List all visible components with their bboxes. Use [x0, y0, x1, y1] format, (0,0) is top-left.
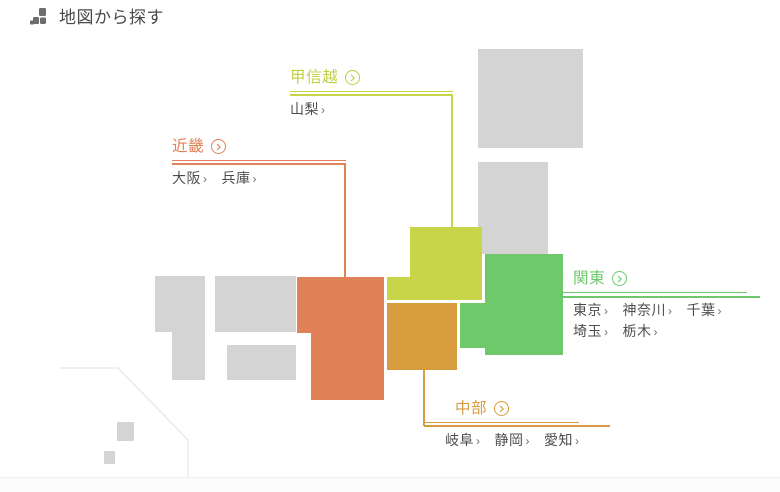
chevron-right-icon: ›: [653, 325, 658, 340]
map-block-inactive-kyushu-lower: [172, 332, 205, 380]
map-block-chubu[interactable]: [387, 303, 457, 370]
chevron-right-circle-icon[interactable]: [494, 401, 510, 417]
region-group-chubu: 中部 岐阜› 静岡› 愛知›: [424, 401, 655, 451]
region-name-chubu: 中部: [455, 400, 488, 417]
map-block-inactive-shikoku: [227, 345, 296, 380]
prefecture-label: 千葉: [686, 302, 716, 319]
map-block-koshinetsu-main[interactable]: [410, 227, 482, 300]
prefecture-label: 神奈川: [622, 302, 666, 319]
region-group-koshinetsu: 甲信越 山梨›: [290, 70, 456, 120]
map-block-koshinetsu-step[interactable]: [387, 277, 412, 300]
map-block-inactive-hokkaido: [478, 49, 583, 148]
prefecture-list-chubu: 岐阜› 静岡› 愛知›: [445, 430, 655, 451]
prefecture-label: 静岡: [494, 432, 524, 449]
map-block-inactive-kyushu-upper: [155, 276, 205, 332]
prefecture-link-yamanashi[interactable]: 山梨›: [290, 99, 326, 120]
map-block-kinki-upper[interactable]: [297, 277, 384, 333]
prefecture-list-kanto: 東京› 神奈川› 千葉› 埼玉› 栃木›: [573, 300, 753, 342]
chevron-right-icon: ›: [476, 434, 481, 449]
region-name-koshinetsu: 甲信越: [290, 69, 339, 86]
region-group-kinki: 近畿 大阪› 兵庫›: [172, 139, 352, 189]
chevron-right-icon: ›: [575, 434, 580, 449]
prefecture-link-chiba[interactable]: 千葉›: [687, 300, 723, 321]
region-name-kanto: 関東: [573, 270, 606, 287]
prefecture-label: 兵庫: [221, 170, 251, 187]
region-name-kinki: 近畿: [172, 138, 205, 155]
map-block-kinki-lower[interactable]: [311, 331, 384, 400]
region-label-chubu[interactable]: 中部: [455, 401, 655, 417]
prefecture-label: 愛知: [544, 432, 573, 449]
prefecture-link-saitama[interactable]: 埼玉›: [573, 321, 609, 342]
prefecture-link-shizuoka[interactable]: 静岡›: [495, 430, 531, 451]
map-block-inactive-okinawa-large: [117, 422, 134, 441]
prefecture-list-kinki: 大阪› 兵庫›: [172, 168, 352, 189]
chevron-right-circle-icon[interactable]: [345, 70, 361, 86]
prefecture-link-hyogo[interactable]: 兵庫›: [222, 168, 258, 189]
panel-header: 地図から探す: [30, 8, 164, 27]
map-block-inactive-tohoku: [478, 162, 548, 254]
chevron-right-icon: ›: [604, 325, 609, 340]
chevron-right-circle-icon[interactable]: [612, 271, 628, 287]
chevron-right-icon: ›: [604, 304, 609, 319]
prefecture-link-gifu[interactable]: 岐阜›: [445, 430, 481, 451]
prefecture-label: 東京: [573, 302, 602, 319]
region-label-kinki[interactable]: 近畿: [172, 139, 352, 155]
prefecture-link-aichi[interactable]: 愛知›: [544, 430, 580, 451]
prefecture-link-tochigi[interactable]: 栃木›: [623, 321, 659, 342]
map-block-kanto-step[interactable]: [460, 303, 487, 348]
region-rule-kanto: [560, 291, 747, 294]
region-group-kanto: 関東 東京› 神奈川› 千葉› 埼玉› 栃木›: [560, 271, 773, 342]
prefecture-link-kanagawa[interactable]: 神奈川›: [623, 300, 673, 321]
prefecture-link-tokyo[interactable]: 東京›: [573, 300, 609, 321]
region-rule-kinki: [172, 159, 346, 162]
chevron-right-circle-icon[interactable]: [211, 139, 227, 155]
prefecture-link-osaka[interactable]: 大阪›: [172, 168, 208, 189]
chevron-right-icon: ›: [668, 304, 673, 319]
map-block-inactive-okinawa-small: [104, 451, 115, 464]
chevron-right-icon: ›: [203, 172, 208, 187]
region-rule-chubu: [424, 421, 579, 424]
chevron-right-icon: ›: [252, 172, 257, 187]
prefecture-label: 栃木: [622, 323, 652, 340]
page-title: 地図から探す: [59, 8, 164, 27]
prefecture-label: 山梨: [290, 101, 319, 118]
region-rule-koshinetsu: [290, 90, 453, 93]
prefecture-list-koshinetsu: 山梨›: [290, 99, 456, 120]
footer-strip: [0, 477, 780, 492]
map-block-kanto-main[interactable]: [485, 254, 563, 355]
chevron-right-icon: ›: [717, 304, 722, 319]
region-label-kanto[interactable]: 関東: [573, 271, 773, 287]
prefecture-label: 大阪: [172, 170, 201, 187]
map-block-inactive-chugoku: [215, 276, 296, 332]
region-label-koshinetsu[interactable]: 甲信越: [290, 70, 456, 86]
chevron-right-icon: ›: [321, 103, 326, 118]
prefecture-label: 岐阜: [445, 432, 474, 449]
chevron-right-icon: ›: [525, 434, 530, 449]
prefecture-label: 埼玉: [573, 323, 602, 340]
map-blocks-icon: [30, 8, 50, 27]
